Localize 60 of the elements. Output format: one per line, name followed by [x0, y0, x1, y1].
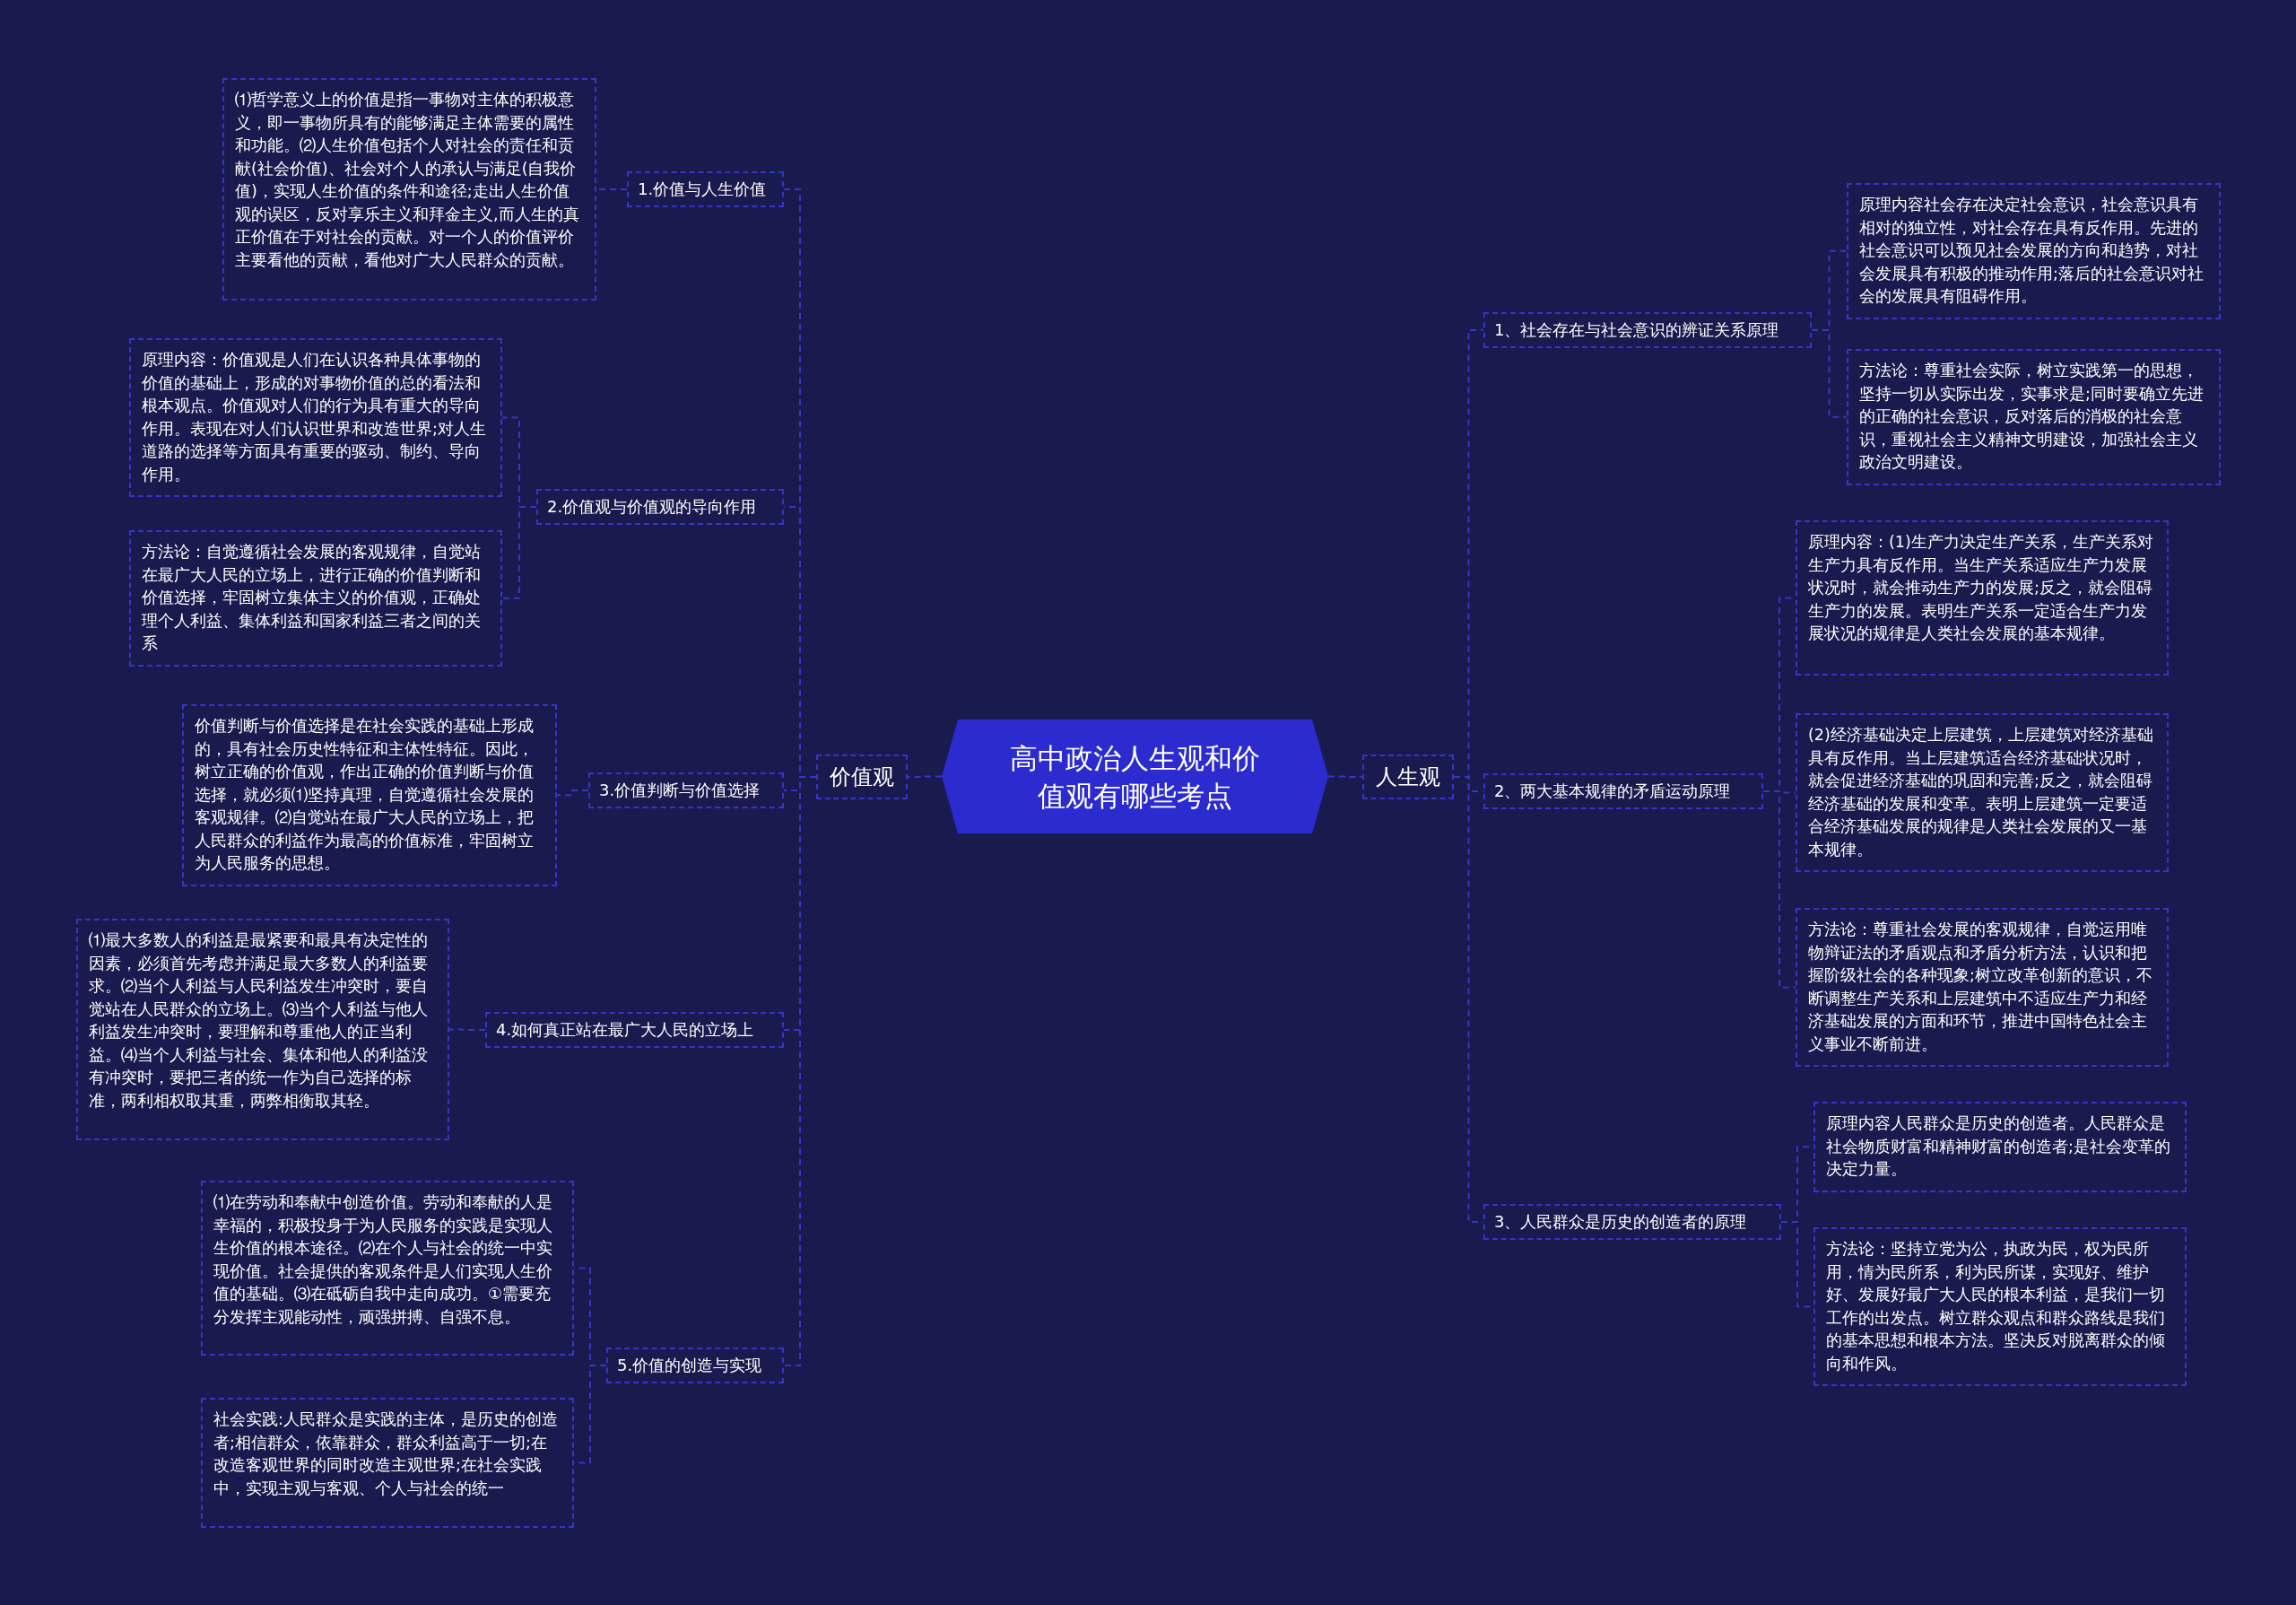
topic-box [588, 772, 784, 808]
detail-text: 社会实践:人民群众是实践的主体，是历史的创造者;相信群众，依靠群众，群众利益高于一切;在改造客观世界的同时改造主观世界;在社会实践中，实现主观与客观、个人与社会的统一 [213, 1410, 558, 1497]
connector-line [448, 1028, 486, 1031]
topic-title: 5.价值的创造与实现 [617, 1356, 762, 1374]
topic-box [606, 1348, 784, 1383]
detail-box [222, 78, 596, 301]
detail-box [1847, 349, 2221, 485]
connector-line [1811, 329, 1848, 418]
main-branch-box [1362, 755, 1454, 799]
detail-box [76, 919, 449, 1140]
main-branch-box [816, 755, 908, 799]
detail-box [129, 530, 502, 667]
detail-box [1796, 713, 2169, 872]
topic-box [1483, 1204, 1781, 1240]
detail-box [1813, 1102, 2187, 1192]
topic-title: 2.价值观与价值观的导向作用 [547, 497, 757, 516]
topic-box [627, 171, 784, 207]
detail-text: ⑴最大多数人的利益是最紧要和最具有决定性的因素，必须首先考虑并满足最大多数人的利益要求。⑵当个人利益与人民利益发生冲突时，要自觉站在人民群众的立场上。⑶当个人利益与他人利益发生冲突时，要理解和尊重他人的正当利益。⑷当个人利益与社会、集体和他人的利益没有冲突时，要把三者的统一作为自己选择的标准，两利相权取其重，两弊相衡取其轻。 [89, 931, 428, 1110]
topic-title: 2、两大基本规律的矛盾运动原理 [1494, 781, 1731, 800]
connector-line [783, 776, 817, 1366]
connector-line [501, 506, 537, 599]
detail-text: 原理内容人民群众是历史的创造者。人民群众是社会物质财富和精神财富的创造者;是社会变革的决定力量。 [1826, 1114, 2170, 1178]
connector-line [1762, 790, 1796, 989]
detail-box [182, 704, 557, 886]
detail-box [1847, 183, 2221, 319]
detail-text: 方法论：坚持立党为公，执政为民，权为民所用，情为民所系，利为民所谋，实现好、维护好、发展好最广大人民的根本利益，是我们一切工作的出发点。树立群众观点和群众路线是我们的基本思想和根本方法。坚决反对脱离群众的倾向和作风。 [1826, 1240, 2165, 1373]
detail-text: 价值判断与价值选择是在社会实践的基础上形成的，具有社会历史性特征和主体性特征。因此，树立正确的价值观，作出正确的价值判断与价值选择，就必须⑴坚持真理，自觉遵循社会发展的客观规律。⑵自觉站在最广大人民的立场上，把人民群众的利益作为最高的价值标准，牢固树立为人民服务的思想。 [195, 717, 534, 872]
detail-text: (2)经济基础决定上层建筑，上层建筑对经济基础具有反作用。当上层建筑适合经济基础状况时，就会促进经济基础的巩固和完善;反之，就会阻碍经济基础的发展和变革。表明上层建筑一定要适合经济基础发展的规律是人类社会发展的又一基本规律。 [1808, 726, 2153, 859]
detail-text: 方法论：自觉遵循社会发展的客观规律，自觉站在最广大人民的立场上，进行正确的价值判断和价值选择，牢固树立集体主义的价值观，正确处理个人利益、集体利益和国家利益三者之间的关系 [142, 543, 481, 652]
topic-title: 3.价值判断与价值选择 [599, 781, 761, 799]
topic-title: 3、人民群众是历史的创造者的原理 [1494, 1212, 1747, 1231]
topic-title: 1、社会存在与社会意识的辨证关系原理 [1494, 320, 1779, 339]
detail-text: 原理内容：(1)生产力决定生产关系，生产关系对生产力具有反作用。当生产关系适应生产力发展状况时，就会推动生产力的发展;反之，就会阻碍生产力的发展。表明生产关系一定适合生产力发展状况的规律是人类社会发展的基本规律。 [1808, 533, 2153, 642]
connector-line [1327, 775, 1363, 778]
connector-line [907, 775, 943, 778]
detail-text: 方法论：尊重社会实际，树立实践第一的思想，坚持一切从实际出发，实事求是;同时要确立先进的正确的社会意识，反对落后的消极的社会意识，重视社会主义精神文明建设，加强社会主义政治文明建设。 [1859, 362, 2204, 471]
topic-box [1483, 773, 1763, 809]
branch-title: 价值观 [830, 764, 894, 789]
detail-box [1796, 520, 2169, 676]
central-topic [942, 720, 1328, 833]
detail-box [201, 1398, 574, 1528]
detail-text: ⑴哲学意义上的价值是指一事物对主体的积极意义，即一事物所具有的能够满足主体需要的属性和功能。⑵人生价值包括个人对社会的责任和贡献(社会价值)、社会对个人的承认与满足(自我价值)，实现人生价值的条件和途径;走出人生价值观的误区，反对享乐主义和拜金主义,而人生的真正价值在于对社会的贡献。对一个人的价值评价主要看他的贡献，看他对广大人民群众的贡献。 [235, 91, 579, 269]
detail-box [201, 1181, 574, 1356]
connector-line [1453, 776, 1484, 1223]
detail-text: 原理内容社会存在决定社会意识，社会意识具有相对的独立性，对社会存在具有反作用。先进的社会意识可以预见社会发展的方向和趋势，对社会发展具有积极的推动作用;落后的社会意识对社会的发展具有阻碍作用。 [1859, 196, 2204, 305]
central-topic-text: 高中政治人生观和价值观有哪些考点 [1009, 740, 1261, 814]
topic-title: 4.如何真正站在最广大人民的立场上 [496, 1020, 754, 1039]
detail-box [1796, 908, 2169, 1067]
detail-text: 方法论：尊重社会发展的客观规律，自觉运用唯物辩证法的矛盾观点和矛盾分析方法，认识和把握阶级社会的各种现象;树立改革创新的意识，不断调整生产关系和上层建筑中不适应生产力和经济基础发展的方面和环节，推进中国特色社会主义事业不断前进。 [1808, 920, 2152, 1053]
detail-box [1813, 1227, 2187, 1386]
branch-title: 人生观 [1376, 764, 1440, 789]
topic-box [536, 489, 784, 525]
detail-box [129, 338, 502, 497]
topic-box [485, 1012, 784, 1048]
connector-line [573, 1365, 607, 1464]
topic-box [1483, 312, 1812, 348]
connector-line [556, 789, 589, 797]
topic-title: 1.价值与人生价值 [638, 179, 767, 198]
detail-text: 原理内容：价值观是人们在认识各种具体事物的价值的基础上，形成的对事物价值的总的看法和根本观点。价值观对人们的行为具有重大的导向作用。表现在对人们认识世界和改造世界;对人生道路的选择等方面具有重要的驱动、制约、导向作用。 [142, 351, 486, 484]
detail-text: ⑴在劳动和奉献中创造价值。劳动和奉献的人是幸福的，积极投身于为人民服务的实践是实现人生价值的根本途径。⑵在个人与社会的统一中实现价值。社会提供的客观条件是人们实现人生价值的基础。⑶在砥砺自我中走向成功。①需要充分发挥主观能动性，顽强拼搏、自强不息。 [213, 1193, 552, 1326]
